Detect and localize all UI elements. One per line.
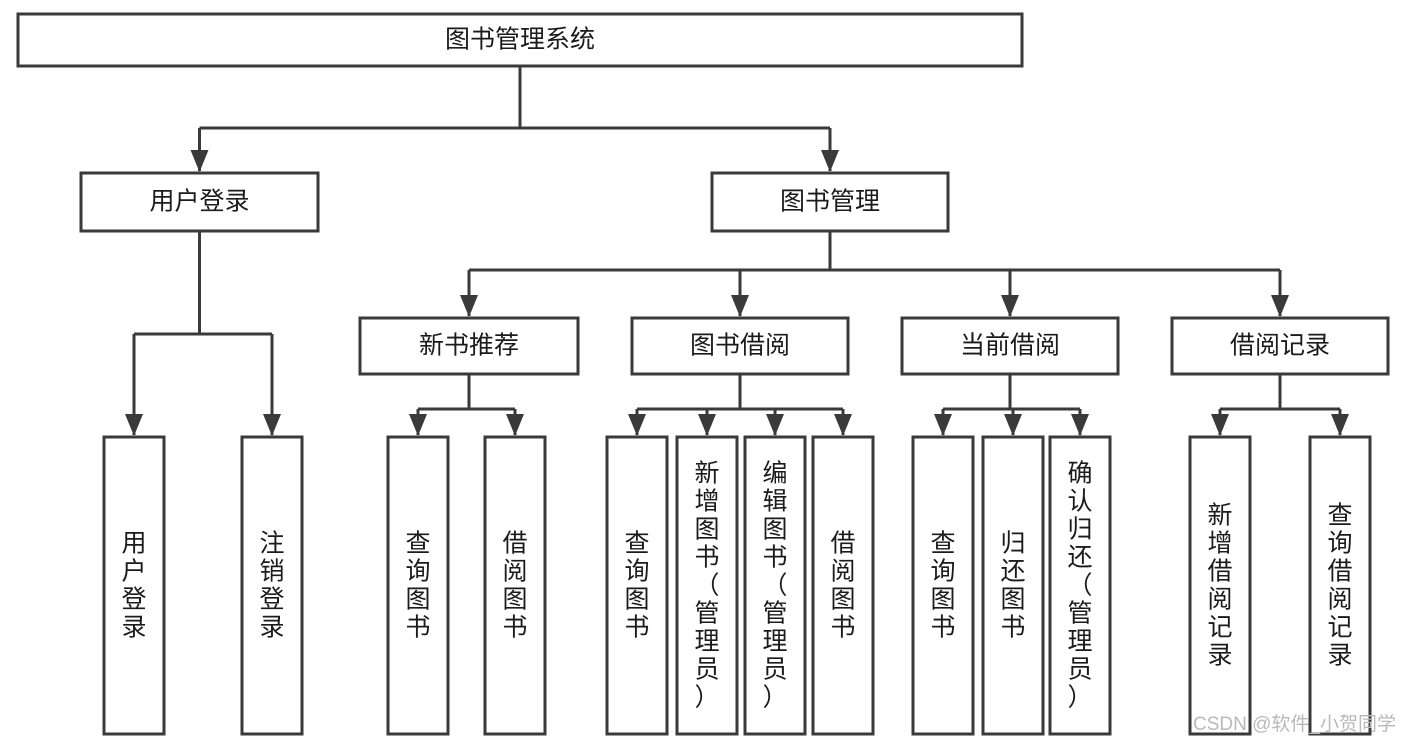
node-label: 查询图书 xyxy=(624,530,649,642)
node-leaf-confirm-return-admin[interactable]: 确认归还（管理员） xyxy=(1048,435,1112,736)
node-leaf-query-book-new[interactable]: 查询图书 xyxy=(386,435,450,736)
node-box xyxy=(1188,435,1252,736)
node-leaf-borrow-book[interactable]: 借阅图书 xyxy=(811,435,875,736)
node-leaf-add-book-admin[interactable]: 新增图书（管理员） xyxy=(675,435,739,736)
connector-arrowhead xyxy=(731,295,749,317)
node-layer: 图书管理系统用户登录图书管理新书推荐图书借阅当前借阅借阅记录用户登录注销登录查询… xyxy=(16,12,1390,736)
connector-arrowhead xyxy=(1004,414,1022,436)
connector-arrowhead xyxy=(125,414,143,436)
node-box xyxy=(102,435,166,736)
node-label: 当前借阅 xyxy=(960,332,1060,360)
node-leaf-query-book-borrow[interactable]: 查询图书 xyxy=(605,435,669,736)
connector-arrowhead xyxy=(506,414,524,436)
node-box xyxy=(79,171,320,233)
node-label: 新增图书（管理员） xyxy=(694,460,719,712)
node-book-manage[interactable]: 图书管理 xyxy=(710,171,950,233)
node-label: 图书管理系统 xyxy=(445,26,595,54)
node-new-book-recommend[interactable]: 新书推荐 xyxy=(358,316,580,376)
node-leaf-borrow-book-new[interactable]: 借阅图书 xyxy=(483,435,547,736)
node-box xyxy=(743,435,807,736)
node-label: 查询借阅记录 xyxy=(1327,502,1352,670)
node-box xyxy=(1170,316,1390,376)
connector-arrowhead xyxy=(1001,295,1019,317)
node-box xyxy=(1048,435,1112,736)
node-current-borrow[interactable]: 当前借阅 xyxy=(900,316,1120,376)
node-box xyxy=(675,435,739,736)
node-label: 归还图书 xyxy=(1000,530,1025,642)
node-box xyxy=(981,435,1045,736)
connector-arrowhead xyxy=(1211,414,1229,436)
node-box xyxy=(630,316,850,376)
node-label: 查询图书 xyxy=(930,530,955,642)
connector-layer xyxy=(125,66,1349,436)
node-label: 用户登录 xyxy=(121,530,146,642)
node-leaf-return-book[interactable]: 归还图书 xyxy=(981,435,1045,736)
node-root[interactable]: 图书管理系统 xyxy=(16,12,1024,68)
connector-arrowhead xyxy=(934,414,952,436)
node-label: 图书借阅 xyxy=(690,332,790,360)
node-leaf-edit-book-admin[interactable]: 编辑图书（管理员） xyxy=(743,435,807,736)
connector-arrowhead xyxy=(698,414,716,436)
node-box xyxy=(605,435,669,736)
node-leaf-user-logout[interactable]: 注销登录 xyxy=(240,435,304,736)
node-leaf-user-login[interactable]: 用户登录 xyxy=(102,435,166,736)
csdn-watermark: CSDN @软件_小贺同学 xyxy=(1193,713,1396,735)
node-box xyxy=(386,435,450,736)
connector-arrowhead xyxy=(1331,414,1349,436)
node-label: 借阅记录 xyxy=(1230,332,1330,360)
connector-arrowhead xyxy=(766,414,784,436)
node-label: 用户登录 xyxy=(149,188,249,216)
node-box xyxy=(358,316,580,376)
node-box xyxy=(900,316,1120,376)
node-label: 新增借阅记录 xyxy=(1207,502,1232,670)
node-book-borrow[interactable]: 图书借阅 xyxy=(630,316,850,376)
node-box xyxy=(1308,435,1372,736)
node-label: 借阅图书 xyxy=(502,530,527,642)
node-leaf-query-book-current[interactable]: 查询图书 xyxy=(911,435,975,736)
node-user-login[interactable]: 用户登录 xyxy=(79,171,320,233)
node-borrow-record[interactable]: 借阅记录 xyxy=(1170,316,1390,376)
node-label: 确认归还（管理员） xyxy=(1067,460,1092,712)
node-label: 新书推荐 xyxy=(419,332,519,360)
connector-arrowhead xyxy=(409,414,427,436)
node-label: 借阅图书 xyxy=(830,530,855,642)
node-label: 图书管理 xyxy=(780,188,880,216)
node-label: 编辑图书（管理员） xyxy=(762,460,787,712)
connector-arrowhead xyxy=(190,150,209,172)
node-box xyxy=(240,435,304,736)
node-box xyxy=(911,435,975,736)
node-box xyxy=(710,171,950,233)
connector-arrowhead xyxy=(263,414,281,436)
node-box xyxy=(483,435,547,736)
connector-arrowhead xyxy=(460,295,478,317)
node-leaf-add-borrow-record[interactable]: 新增借阅记录 xyxy=(1188,435,1252,736)
node-label: 注销登录 xyxy=(259,530,284,642)
node-box xyxy=(16,12,1024,68)
connector-arrowhead xyxy=(1071,414,1089,436)
connector-arrowhead xyxy=(834,414,852,436)
node-box xyxy=(811,435,875,736)
connector-arrowhead xyxy=(821,150,839,172)
connector-arrowhead xyxy=(628,414,646,436)
connector-arrowhead xyxy=(1271,295,1289,317)
node-leaf-query-borrow-record[interactable]: 查询借阅记录 xyxy=(1308,435,1372,736)
node-label: 查询图书 xyxy=(405,530,430,642)
